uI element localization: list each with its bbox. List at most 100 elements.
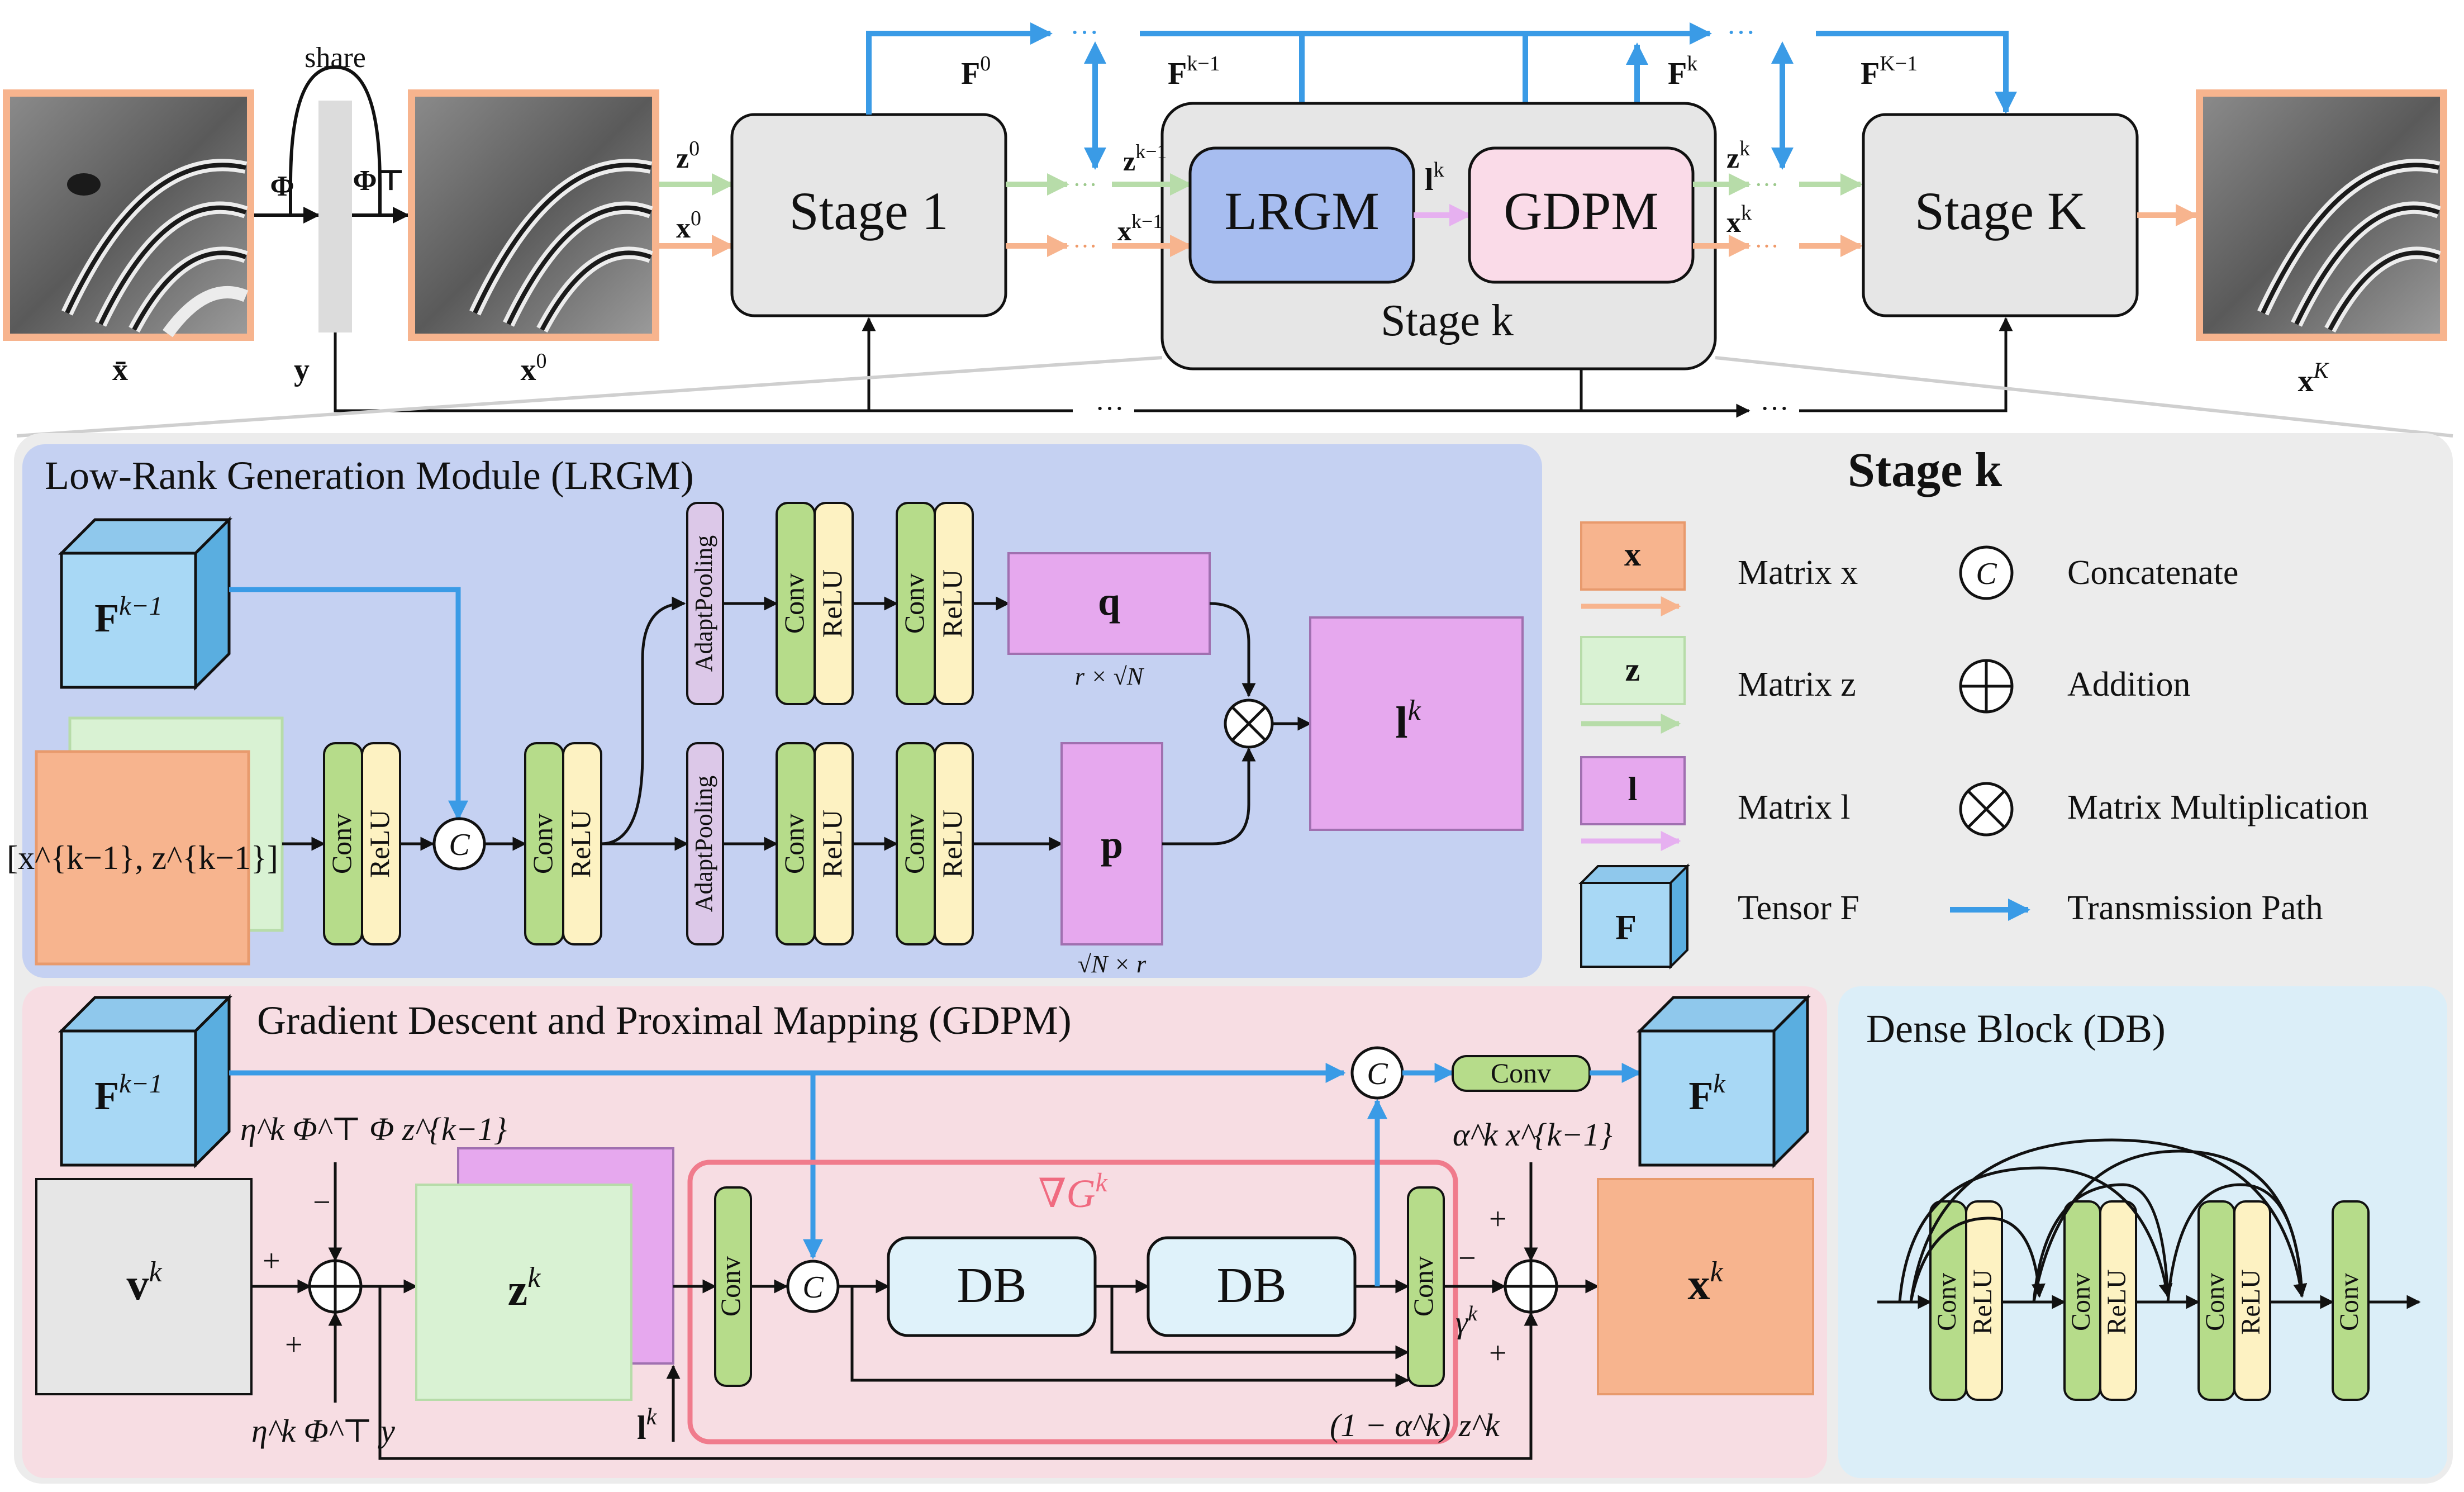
dense-block-panel: Dense Block (DB) Conv ReLU Conv ReLU Con… bbox=[1838, 986, 2447, 1478]
svg-text:z0: z0 bbox=[676, 137, 700, 174]
xk-sup: k bbox=[1741, 201, 1752, 225]
gdpm-gamma-sup: k bbox=[1468, 1302, 1478, 1325]
db-relu-2-label: ReLU bbox=[2102, 1269, 2132, 1334]
lrgm-conv-p1-label: Conv bbox=[778, 814, 810, 874]
lrgm-q-label: q bbox=[1098, 579, 1120, 624]
lrgm-conv-p2-label: Conv bbox=[898, 814, 930, 874]
db-title: Dense Block (DB) bbox=[1866, 1006, 2166, 1051]
svg-text:xk: xk bbox=[1687, 1256, 1723, 1309]
x0-sup: 0 bbox=[536, 349, 547, 373]
legend-addition: Addition bbox=[2067, 666, 2190, 704]
gdpm-term2: η^k Φ^⊤ y bbox=[251, 1413, 395, 1449]
ellipsis-x-1: ··· bbox=[1073, 232, 1097, 260]
lrgm-relu-q2-label: ReLU bbox=[936, 569, 968, 638]
ellipsis-x-2: ··· bbox=[1754, 232, 1779, 260]
legend-concat-sym: C bbox=[1976, 557, 1997, 591]
lrgm-title: Low-Rank Generation Module (LRGM) bbox=[45, 453, 694, 498]
z0-label: z bbox=[676, 142, 689, 174]
legend-matmul: Matrix Multiplication bbox=[2067, 788, 2368, 826]
zkm1-label: z bbox=[1123, 145, 1135, 177]
Fkm1-label: F bbox=[1168, 56, 1187, 91]
xK-sup: K bbox=[2313, 358, 2330, 383]
db-conv-2-label: Conv bbox=[2066, 1273, 2096, 1331]
FKm1-sup: K−1 bbox=[1880, 52, 1918, 75]
phit-label: Φ⊤ bbox=[353, 165, 405, 197]
gdpm-z-sup: k bbox=[527, 1262, 541, 1294]
zk-sup: k bbox=[1739, 137, 1750, 160]
gdpm-db-2-label: DB bbox=[1216, 1258, 1286, 1313]
gdpm-x-label: x bbox=[1687, 1260, 1710, 1309]
zkm1-sup: k−1 bbox=[1135, 140, 1167, 163]
gdpm-alpha-term: α^k x^{k−1} bbox=[1453, 1116, 1612, 1153]
svg-text:F0: F0 bbox=[961, 52, 991, 91]
x0-label: x bbox=[521, 353, 536, 387]
legend-matrix-l: Matrix l bbox=[1738, 788, 1850, 826]
lrgm-q-dim: r × √N bbox=[1075, 663, 1145, 690]
Fkm1-sup: k−1 bbox=[1187, 52, 1220, 75]
lrgm-input-label: [x^{k−1}, z^{k−1}] bbox=[7, 839, 278, 876]
xkm1-label: x bbox=[1117, 215, 1131, 246]
gdpm-grad-box bbox=[687, 1160, 1458, 1445]
gdpm-db-1-label: DB bbox=[957, 1258, 1026, 1313]
svg-text:zk: zk bbox=[508, 1262, 541, 1315]
xK-label: x bbox=[2298, 364, 2314, 398]
gdpm-F-in-sup: k−1 bbox=[119, 1069, 163, 1099]
svg-text:Fk: Fk bbox=[1688, 1069, 1726, 1118]
gdpm-plus-1: + bbox=[285, 1328, 303, 1362]
gdpm-gamma-label: γ bbox=[1455, 1305, 1469, 1340]
y-label: y bbox=[294, 353, 310, 387]
gdpm-F-out-cube: Fk bbox=[1636, 994, 1811, 1169]
x0-in-sup: 0 bbox=[691, 207, 701, 230]
svg-text:xk−1: xk−1 bbox=[1117, 210, 1163, 246]
svg-text:Fk−1: Fk−1 bbox=[94, 1069, 163, 1118]
legend-matrix-x: Matrix x bbox=[1738, 554, 1858, 592]
F0-label: F bbox=[961, 56, 980, 91]
lrgm-panel: Low-Rank Generation Module (LRGM) Fk−1 [… bbox=[7, 444, 1542, 978]
lrgm-conv-1-label: Conv bbox=[326, 814, 357, 874]
gdpm-alpha-z-term: (1 − α^k) z^k bbox=[1330, 1407, 1500, 1443]
gdpm-grad-sup: k bbox=[1095, 1168, 1108, 1198]
xkm1-sup: k−1 bbox=[1131, 210, 1163, 232]
z0-sup: 0 bbox=[689, 137, 700, 160]
svg-text:∇Gk: ∇Gk bbox=[1038, 1168, 1108, 1216]
x0-image bbox=[408, 89, 659, 341]
lrgm-F-sup: k−1 bbox=[119, 591, 163, 621]
lk-sup: k bbox=[1434, 158, 1444, 182]
ellipsis-z-2: ··· bbox=[1754, 171, 1779, 198]
input-image bbox=[3, 89, 254, 341]
lrgm-concat-label: C bbox=[449, 828, 470, 862]
gdpm-z-label: z bbox=[508, 1266, 528, 1315]
gdpm-l-label: l bbox=[637, 1409, 646, 1446]
legend: Stage k x Matrix x z Matrix z l Matrix l… bbox=[1578, 443, 2368, 970]
gdpm-l-sup: k bbox=[646, 1404, 658, 1430]
legend-x-box bbox=[1580, 521, 1686, 591]
svg-text:lk: lk bbox=[1395, 695, 1421, 748]
lrgm-label: LRGM bbox=[1224, 181, 1379, 241]
lk-label: l bbox=[1425, 163, 1434, 197]
legend-l-box bbox=[1580, 756, 1686, 825]
svg-text:vk: vk bbox=[126, 1256, 162, 1309]
gdpm-plus-3: + bbox=[1489, 1336, 1507, 1371]
Fk-sup: k bbox=[1687, 52, 1697, 75]
svg-text:FK−1: FK−1 bbox=[1861, 52, 1918, 91]
gdpm-F-in-cube: Fk−1 bbox=[58, 994, 233, 1169]
ellipsis-y-2: ··· bbox=[1760, 393, 1789, 425]
gdpm-z-box bbox=[415, 1184, 632, 1401]
legend-x-box-label: x bbox=[1624, 536, 1641, 573]
gdpm-concat-1-label: C bbox=[802, 1270, 824, 1305]
lrgm-conv-q2-label: Conv bbox=[898, 573, 930, 634]
svg-text:xk: xk bbox=[1726, 201, 1752, 239]
output-image bbox=[2196, 89, 2447, 341]
db-conv-1-label: Conv bbox=[1932, 1273, 1962, 1331]
lrgm-p-matrix bbox=[1060, 742, 1163, 945]
lrgm-adapt-q-label: AdaptPooling bbox=[690, 535, 717, 672]
lrgm-F-label: F bbox=[94, 596, 119, 640]
gdpm-x-box bbox=[1597, 1178, 1814, 1395]
gdpm-label: GDPM bbox=[1504, 181, 1658, 241]
gdpm-v-box bbox=[35, 1178, 253, 1395]
lrgm-relu-2-label: ReLU bbox=[565, 810, 596, 878]
gdpm-panel: Gradient Descent and Proximal Mapping (G… bbox=[22, 986, 1827, 1478]
x0-in-label: x bbox=[676, 212, 691, 244]
FKm1-label: F bbox=[1861, 56, 1880, 91]
gdpm-conv-F-label: Conv bbox=[1491, 1057, 1551, 1089]
